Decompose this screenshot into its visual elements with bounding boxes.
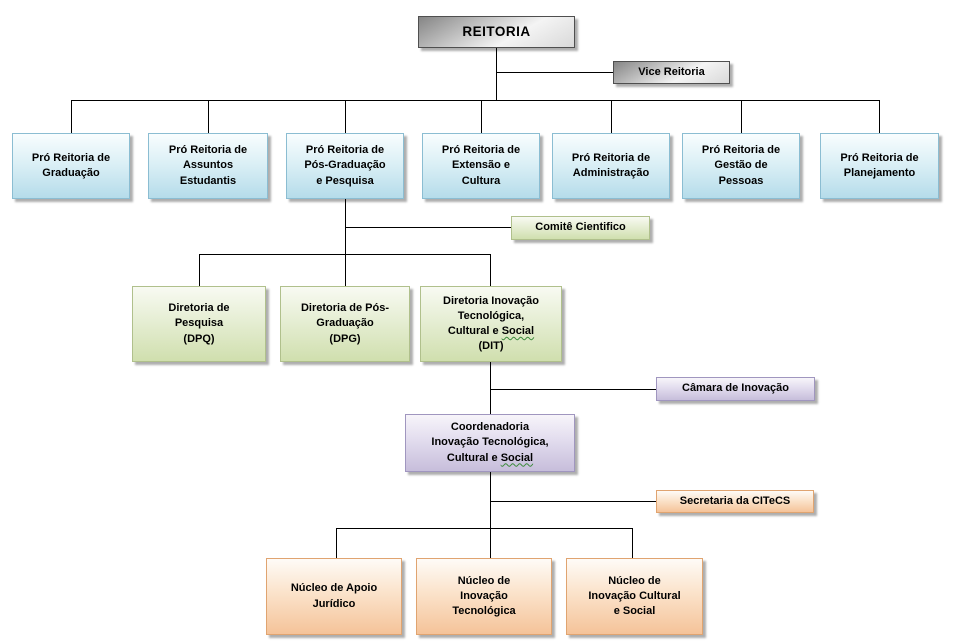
node-nucleo-inovacao-tecnologica: Núcleo de Inovação Tecnológica: [416, 558, 552, 635]
connector-line: [345, 227, 511, 228]
connector-line: [741, 100, 742, 133]
node-pro-reitoria-administracao: Pró Reitoria de Administração: [552, 133, 670, 199]
connector-line: [496, 48, 497, 100]
connector-line: [71, 100, 879, 101]
node-pro-reitoria-assuntos-estudantis: Pró Reitoria de Assuntos Estudantis: [148, 133, 268, 199]
connector-line: [336, 528, 337, 558]
node-nucleo-apoio-juridico: Núcleo de Apoio Jurídico: [266, 558, 402, 635]
node-pro-reitoria-graduacao: Pró Reitoria de Graduação: [12, 133, 130, 199]
connector-line: [208, 100, 209, 133]
connector-line: [490, 362, 491, 414]
connector-line: [611, 100, 612, 133]
node-pro-reitoria-planejamento: Pró Reitoria de Planejamento: [820, 133, 939, 199]
node-secretaria-citecs: Secretaria da CITeCS: [656, 490, 814, 513]
node-label: Coordenadoria Inovação Tecnológica, Cult…: [431, 421, 549, 464]
node-pro-reitoria-extensao-cultura: Pró Reitoria de Extensão e Cultura: [422, 133, 540, 199]
node-diretoria-pos-graduacao-dpg: Diretoria de Pós- Graduação (DPG): [280, 286, 410, 362]
connector-line: [879, 100, 880, 133]
connector-line: [496, 72, 613, 73]
connector-line: [336, 528, 632, 529]
connector-line: [345, 100, 346, 133]
connector-line: [199, 254, 490, 255]
connector-line: [345, 199, 346, 286]
connector-line: [199, 254, 200, 286]
node-pro-reitoria-pos-graduacao-pesquisa: Pró Reitoria de Pós-Graduação e Pesquisa: [286, 133, 404, 199]
node-coordenadoria-citecs: Coordenadoria Inovação Tecnológica, Cult…: [405, 414, 575, 472]
connector-line: [490, 254, 491, 286]
connector-line: [490, 472, 491, 558]
spellcheck-underlined-word: Social: [501, 325, 535, 337]
node-pro-reitoria-gestao-pessoas: Pró Reitoria de Gestão de Pessoas: [682, 133, 800, 199]
node-reitoria: REITORIA: [418, 16, 575, 48]
connector-line: [481, 100, 482, 133]
node-nucleo-inovacao-cultural-social: Núcleo de Inovação Cultural e Social: [566, 558, 703, 635]
node-diretoria-inovacao-dit: Diretoria Inovação Tecnológica, Cultural…: [420, 286, 562, 362]
node-label: Diretoria Inovação Tecnológica, Cultural…: [443, 294, 539, 353]
node-diretoria-pesquisa-dpq: Diretoria de Pesquisa (DPQ): [132, 286, 266, 362]
node-camara-inovacao: Câmara de Inovação: [656, 377, 815, 401]
connector-line: [632, 528, 633, 558]
connector-line: [490, 501, 656, 502]
connector-line: [71, 100, 72, 133]
node-vice-reitoria: Vice Reitoria: [613, 61, 730, 84]
spellcheck-underlined-word: Social: [500, 451, 534, 464]
node-comite-cientifico: Comitê Cientifico: [511, 216, 650, 240]
connector-line: [490, 389, 656, 390]
